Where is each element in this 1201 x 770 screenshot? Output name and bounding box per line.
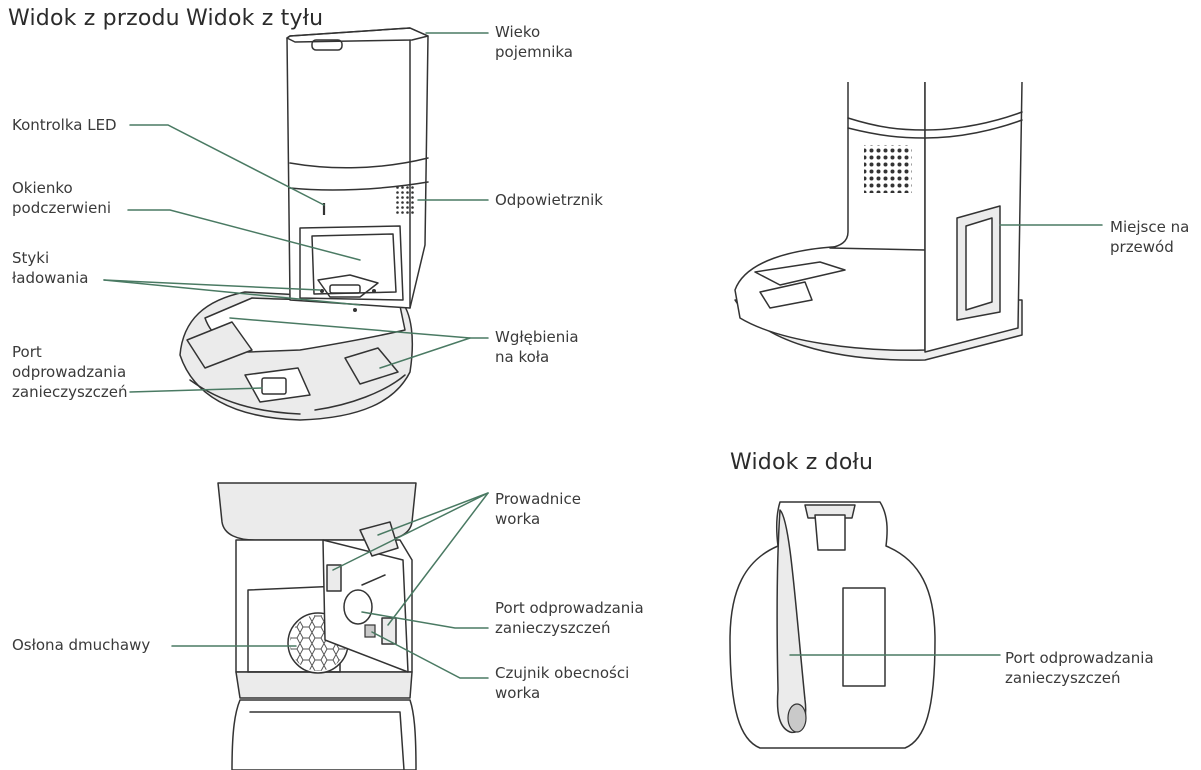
bin-lid-label: Wieko pojemnika bbox=[495, 23, 573, 61]
evacuation-port-front-label: Port odprowadzania zanieczyszczeń bbox=[12, 343, 128, 401]
led-indicator-label: Kontrolka LED bbox=[12, 116, 117, 134]
back-view-illustration bbox=[734, 81, 1023, 361]
back-view-heading: Widok z tyłu bbox=[186, 6, 324, 31]
evacuation-port-bottom-label: Port odprowadzania zanieczyszczeń bbox=[1005, 649, 1154, 687]
bag-guides-label: Prowadnice worka bbox=[495, 490, 581, 528]
blower-guard-label: Osłona dmuchawy bbox=[12, 636, 151, 654]
wheel-wells-label: Wgłębienia na koła bbox=[495, 328, 579, 366]
inside-view-leader-lines bbox=[171, 492, 489, 679]
ir-window-label: Okienko podczerwieni bbox=[12, 179, 112, 217]
front-view-heading: Widok z przodu bbox=[8, 6, 180, 31]
bag-sensor-label: Czujnik obecności worka bbox=[495, 664, 630, 702]
charging-contacts-label: Styki ładowania bbox=[12, 249, 89, 287]
bottom-view-heading: Widok z dołu bbox=[730, 450, 874, 475]
cord-storage-label: Miejsce na przewód bbox=[1110, 218, 1190, 256]
evacuation-port-inside-label: Port odprowadzania zanieczyszczeń bbox=[495, 599, 644, 637]
front-view-illustration bbox=[179, 27, 429, 421]
front-view-leader-lines bbox=[103, 32, 489, 393]
vent-label: Odpowietrznik bbox=[495, 191, 603, 209]
inside-view-illustration bbox=[217, 482, 417, 770]
bottom-view-illustration bbox=[729, 501, 936, 749]
